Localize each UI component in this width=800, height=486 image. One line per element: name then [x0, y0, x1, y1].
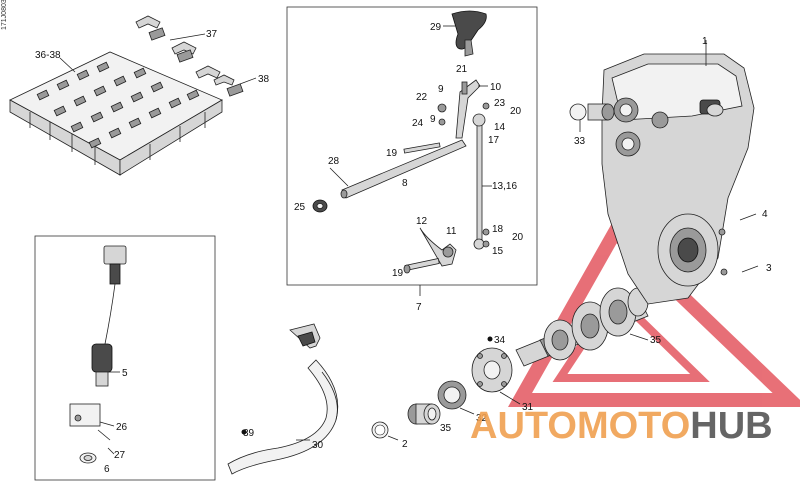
- callout-29: 29: [430, 22, 442, 33]
- callout-30: 30: [312, 440, 324, 451]
- callout-13-16: 13,16: [492, 181, 517, 192]
- callout-18: 18: [492, 224, 504, 235]
- callout-9b: 9: [430, 114, 436, 125]
- shift-knob: [451, 10, 487, 57]
- shift-rod: [312, 139, 467, 213]
- callout-35b: 35: [650, 335, 662, 346]
- callout-33: 33: [574, 136, 586, 147]
- clip-37: [135, 15, 206, 63]
- callout-34: 34: [494, 335, 506, 346]
- wiring-guard: [227, 323, 339, 475]
- callout-14: 14: [494, 122, 506, 133]
- shift-linkage-box: [286, 6, 538, 286]
- grease-icon-39: [241, 429, 247, 435]
- callout-20b: 20: [512, 232, 524, 243]
- callout-22: 22: [416, 92, 428, 103]
- callout-21: 21: [456, 64, 468, 75]
- callout-8: 8: [402, 178, 408, 189]
- callout-3: 3: [766, 263, 772, 274]
- shift-arm: [403, 227, 457, 274]
- watermark-text: AUTOMOTOHUB: [470, 405, 773, 447]
- callout-24: 24: [412, 118, 424, 129]
- flange-31: [471, 347, 513, 393]
- output-shaft: [515, 287, 649, 367]
- figure-id: 171J0803: [1, 0, 8, 30]
- callout-27: 27: [114, 450, 126, 461]
- callout-38: 38: [258, 74, 270, 85]
- callout-12: 12: [416, 216, 428, 227]
- sensor-box: [34, 235, 216, 481]
- callout-25: 25: [294, 202, 306, 213]
- callout-17: 17: [488, 135, 500, 146]
- callout-37: 37: [206, 29, 218, 40]
- watermark-part1: AUTOMOTO: [470, 405, 690, 447]
- stub-shaft-33: [569, 103, 615, 121]
- bolts-3-4: [739, 213, 759, 273]
- callout-6: 6: [104, 464, 110, 475]
- callout-35a: 35: [440, 423, 452, 434]
- callout-20a: 20: [510, 106, 522, 117]
- speed-sensor: [69, 245, 127, 464]
- watermark-part2: HUB: [690, 405, 772, 447]
- callout-1: 1: [702, 36, 708, 47]
- callout-23: 23: [494, 98, 506, 109]
- callout-19b: 19: [392, 268, 404, 279]
- callout-2: 2: [402, 439, 408, 450]
- clip-tray: [9, 51, 223, 176]
- seal-2: [371, 421, 389, 439]
- callout-7: 7: [416, 302, 422, 313]
- callout-9a: 9: [438, 84, 444, 95]
- callout-31: 31: [522, 402, 534, 413]
- shift-lever: [437, 79, 490, 250]
- sleeve-35: [407, 403, 441, 425]
- callout-36-38: 36-38: [35, 50, 61, 61]
- callout-39: 39: [243, 428, 255, 439]
- callout-32: 32: [476, 413, 488, 424]
- callout-19a: 19: [386, 148, 398, 159]
- callout-28: 28: [328, 156, 340, 167]
- callout-15: 15: [492, 246, 504, 257]
- callout-26: 26: [116, 422, 128, 433]
- gearbox-housing: [601, 53, 755, 305]
- grease-icon-34: [487, 336, 493, 342]
- callout-10: 10: [490, 82, 502, 93]
- callout-11: 11: [446, 226, 457, 237]
- callout-4: 4: [762, 209, 768, 220]
- clip-38: [195, 65, 257, 97]
- bearing-32: [437, 380, 467, 410]
- callout-5: 5: [122, 368, 128, 379]
